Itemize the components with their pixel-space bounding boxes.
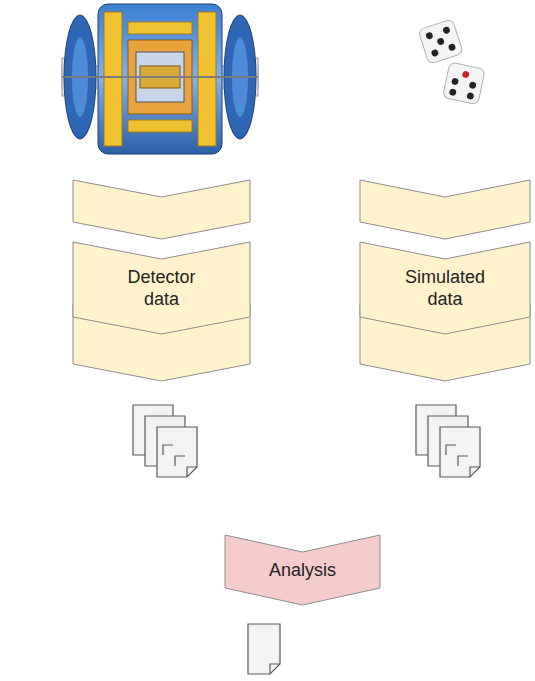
stage-label: Simulated data [395, 266, 495, 310]
stage-label: Analysis [269, 559, 336, 581]
stage-chevron: Simulated data [360, 242, 530, 334]
stage-chevrons [73, 180, 530, 381]
chevron-outline [360, 242, 530, 334]
stage-chevron: Analysis [225, 535, 380, 605]
chevron-shape [73, 242, 250, 334]
chevron-shape [225, 535, 380, 605]
stage-chevron: Detector data [73, 242, 250, 334]
detector-illustration [62, 4, 258, 154]
chevron-outline [73, 242, 250, 334]
document-icons [133, 405, 480, 674]
chevron-shape [360, 242, 530, 334]
dice-illustration [418, 19, 485, 105]
stage-label: Detector data [112, 266, 212, 310]
